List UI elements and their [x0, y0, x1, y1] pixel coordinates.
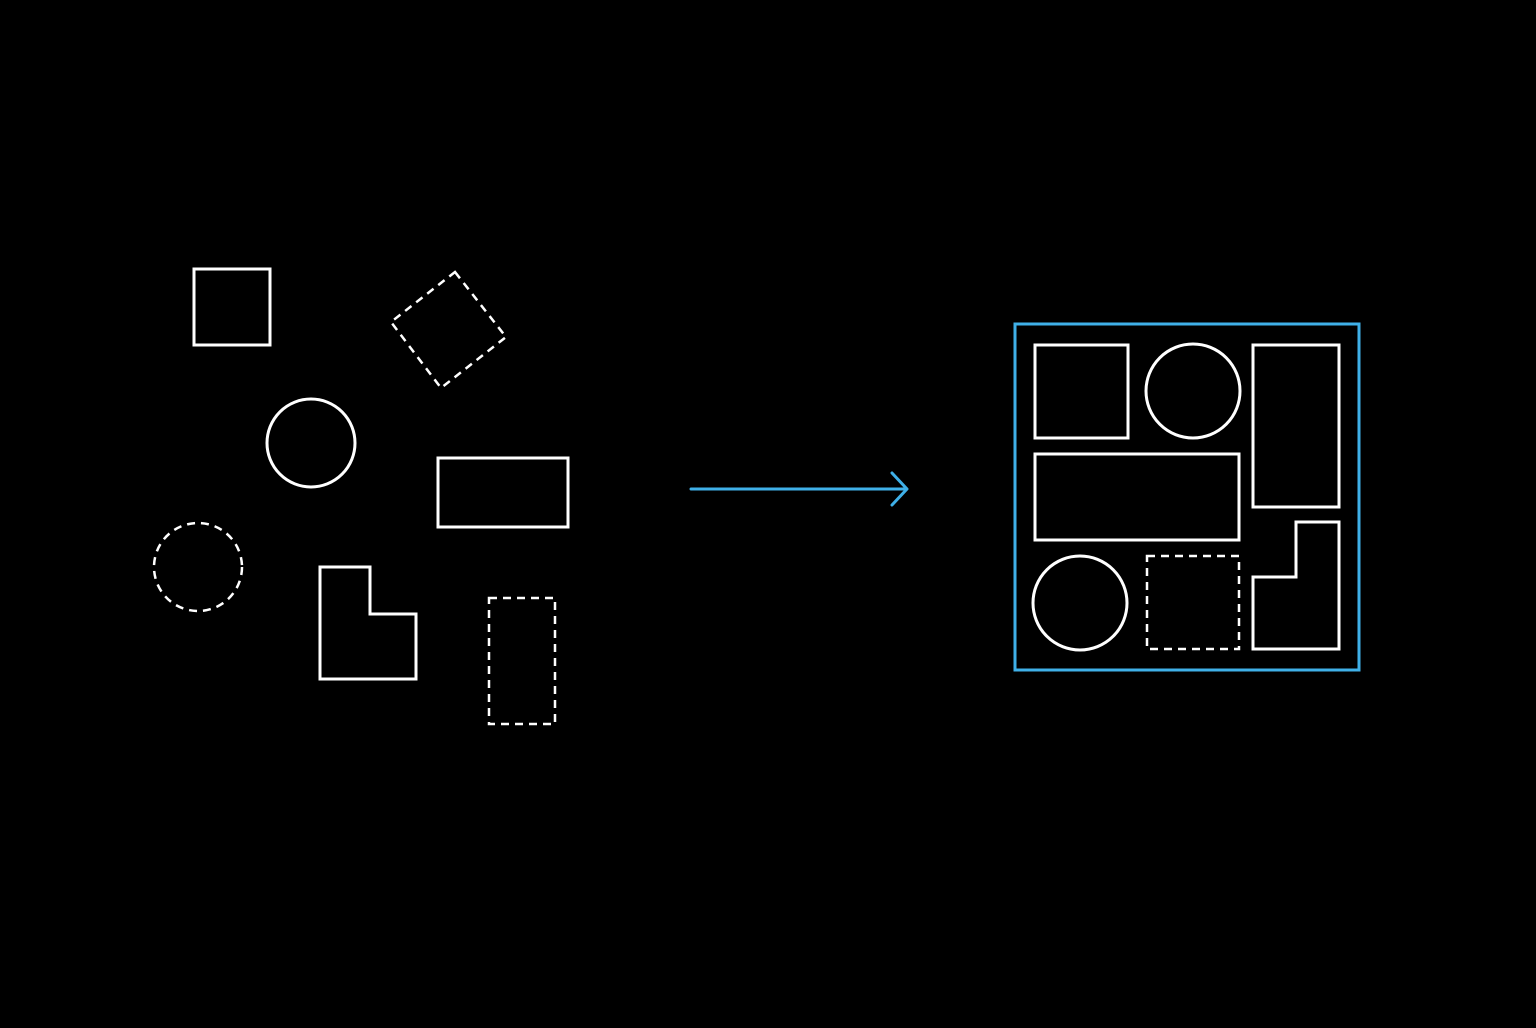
- dashed-circle-shape: [152, 521, 244, 613]
- packed-tall-rectangle-shape: [1251, 343, 1341, 509]
- dashed-tall-rectangle-shape: [487, 596, 557, 726]
- l-shape: [318, 565, 418, 681]
- packed-square-shape: [1033, 343, 1130, 440]
- scattered-shapes-group: [152, 267, 570, 726]
- square-shape: [192, 267, 272, 347]
- rectangle-shape: [436, 456, 570, 529]
- packed-l-shape: [1251, 520, 1341, 651]
- packed-wide-rectangle-shape: [1033, 452, 1241, 542]
- packed-container-group: [1013, 322, 1361, 672]
- circle-shape: [265, 397, 357, 489]
- packed-circle-shape: [1144, 342, 1242, 440]
- rotated-square-shape: [389, 270, 508, 390]
- container-frame: [1013, 322, 1361, 672]
- packed-circle-shape-2: [1031, 554, 1129, 652]
- packed-dashed-square-shape: [1145, 554, 1241, 651]
- right-arrow-icon: [689, 471, 909, 507]
